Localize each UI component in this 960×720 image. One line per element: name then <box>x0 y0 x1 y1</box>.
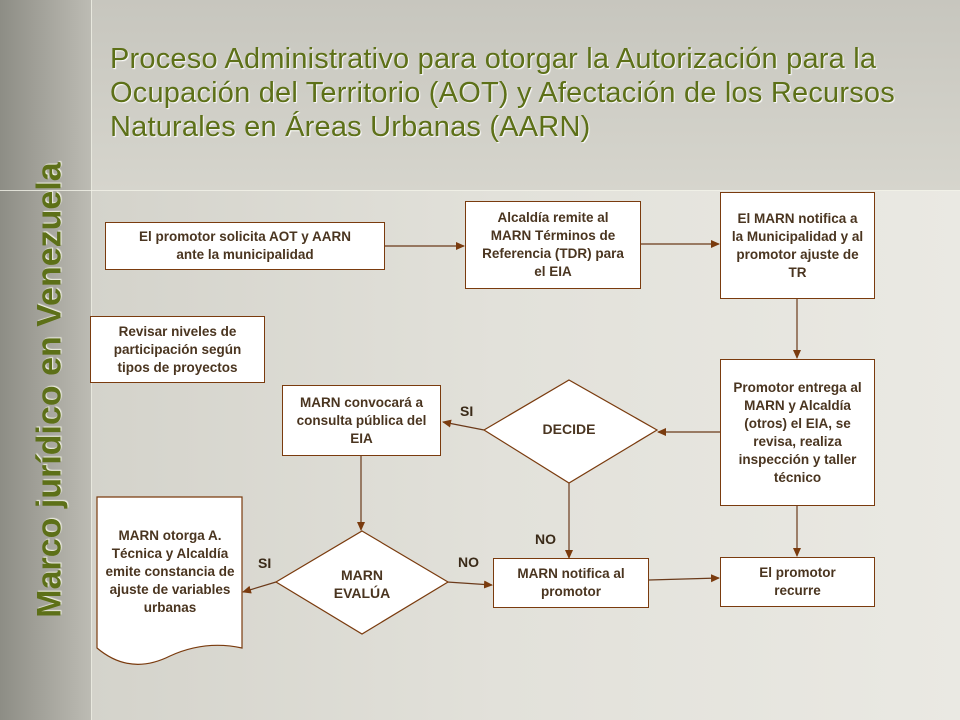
arrow-notifica-promotor-to-recurre <box>648 574 720 583</box>
title-band <box>90 0 960 190</box>
left-strip <box>0 0 92 720</box>
edge-label-evalua-no: NO <box>458 554 479 570</box>
page-title: Proceso Administrativo para otorgar la A… <box>110 43 895 143</box>
node-otorga: MARN otorga A. Técnica y Alcaldía emite … <box>105 528 235 615</box>
arrow-evalua-to-otorga <box>242 581 277 594</box>
node-solicita: El promotor solicita AOT y AARN ante la … <box>105 222 385 270</box>
edge-label-evalua-si: SI <box>258 555 272 571</box>
edge-label-decide-si: SI <box>460 403 474 419</box>
node-marn-notifica-tr: El MARN notifica a la Municipalidad y al… <box>720 192 875 299</box>
decide-diamond <box>482 379 659 484</box>
evalua-diamond <box>274 530 450 635</box>
otorga-document-shape <box>96 496 243 665</box>
node-notifica-promotor: MARN notifica al promotor <box>493 558 649 608</box>
node-decide: DECIDE <box>542 421 596 437</box>
node-recurre: El promotor recurre <box>720 557 875 607</box>
node-consulta: MARN convocará a consulta pública del EI… <box>282 385 441 456</box>
arrow-evalua-to-notifica-promotor <box>446 580 493 589</box>
arrow-decide-to-consulta <box>442 419 485 431</box>
horizontal-guide-line <box>0 190 960 191</box>
edge-label-decide-no: NO <box>535 531 556 547</box>
node-promotor-entrega: Promotor entrega al MARN y Alcaldía (otr… <box>720 359 875 506</box>
node-evalua: MARN EVALÚA <box>333 567 391 601</box>
node-alcaldia-remite: Alcaldía remite al MARN Términos de Refe… <box>465 201 641 289</box>
node-revisar: Revisar niveles de participación según t… <box>90 316 265 383</box>
